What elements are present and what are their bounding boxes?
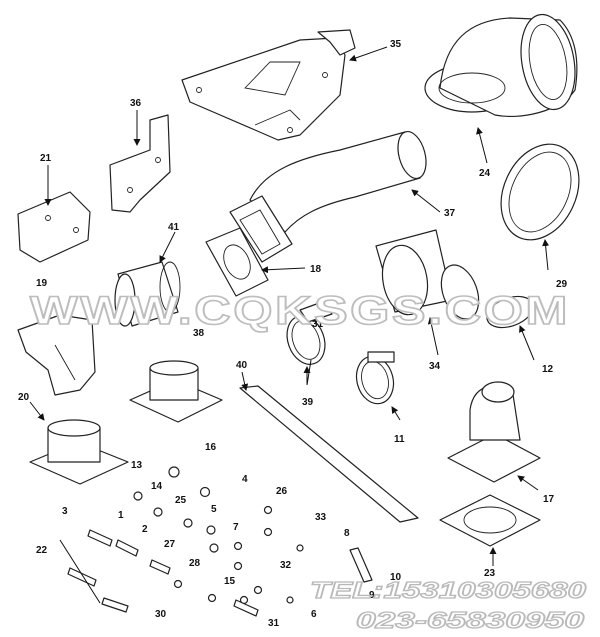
part-12-o-ring bbox=[486, 295, 534, 329]
callout-35: 35 bbox=[390, 39, 402, 50]
callout-15: 15 bbox=[224, 576, 236, 587]
part-39-hose-clamp bbox=[286, 315, 326, 365]
callout-1: 1 bbox=[118, 510, 124, 521]
watermark-text: WWW.CQKSGS.COM bbox=[30, 289, 570, 333]
callout-26: 26 bbox=[276, 486, 288, 497]
callout-31-lower: 31 bbox=[268, 618, 280, 629]
part-20-flanged-adapter bbox=[29, 419, 129, 485]
callout-29: 29 bbox=[556, 279, 568, 290]
callout-31-upper: 31 bbox=[312, 319, 324, 330]
callout-labels: 35 36 21 41 24 37 29 18 19 38 20 31 34 3… bbox=[18, 39, 568, 629]
part-21-bracket bbox=[17, 191, 91, 263]
callout-11: 11 bbox=[394, 434, 405, 445]
callout-20: 20 bbox=[18, 392, 30, 403]
callout-38: 38 bbox=[193, 328, 205, 339]
part-35-bracket-plate bbox=[181, 29, 356, 141]
callout-25: 25 bbox=[175, 495, 187, 506]
callout-7: 7 bbox=[233, 522, 239, 533]
part-31-clip bbox=[299, 301, 333, 323]
part-18-gasket bbox=[205, 227, 269, 297]
callout-39: 39 bbox=[302, 397, 314, 408]
callout-41: 41 bbox=[168, 222, 180, 233]
callout-17: 17 bbox=[543, 494, 555, 505]
part-40-mounting-strip bbox=[239, 385, 419, 523]
callout-4: 4 bbox=[242, 474, 248, 485]
part-11-band-clamp bbox=[355, 351, 395, 405]
callout-9: 9 bbox=[369, 590, 375, 601]
callout-5: 5 bbox=[211, 504, 217, 515]
part-19-support-bracket bbox=[17, 314, 96, 396]
part-17-flanged-elbow bbox=[447, 381, 541, 483]
callout-22: 22 bbox=[36, 545, 48, 556]
part-37-pipe bbox=[229, 130, 427, 263]
callout-10: 10 bbox=[390, 572, 402, 583]
callout-13: 13 bbox=[131, 460, 143, 471]
callout-28: 28 bbox=[189, 558, 201, 569]
callout-23: 23 bbox=[484, 568, 496, 579]
callout-16: 16 bbox=[205, 442, 217, 453]
callout-37: 37 bbox=[444, 208, 456, 219]
callout-8: 8 bbox=[344, 528, 350, 539]
callout-33: 33 bbox=[315, 512, 327, 523]
phone-line-2: 023-65830950 bbox=[356, 607, 584, 633]
callout-27: 27 bbox=[164, 539, 176, 550]
part-34-elbow-connector bbox=[375, 229, 480, 320]
callout-34: 34 bbox=[429, 361, 441, 372]
part-23-square-gasket bbox=[439, 494, 541, 547]
part-29-clamp-ring bbox=[500, 143, 580, 241]
fastener-set bbox=[67, 466, 373, 617]
callout-32: 32 bbox=[280, 560, 292, 571]
callout-30: 30 bbox=[155, 609, 167, 620]
callout-3: 3 bbox=[62, 506, 68, 517]
callout-36: 36 bbox=[130, 98, 142, 109]
callout-24: 24 bbox=[479, 168, 491, 179]
callout-2: 2 bbox=[142, 524, 148, 535]
callout-12: 12 bbox=[542, 364, 554, 375]
callout-18: 18 bbox=[310, 264, 322, 275]
part-41-hose bbox=[114, 261, 181, 327]
callout-21: 21 bbox=[40, 153, 52, 164]
phone-line-1: TEL:15310305680 bbox=[310, 577, 586, 603]
leader-lines bbox=[29, 46, 550, 604]
callout-19: 19 bbox=[36, 278, 48, 289]
callout-6: 6 bbox=[311, 609, 317, 620]
callout-14: 14 bbox=[151, 481, 163, 492]
part-38-flanged-adapter bbox=[129, 360, 223, 423]
part-24-elbow-flange bbox=[424, 13, 578, 118]
part-36-bracket bbox=[109, 114, 171, 213]
callout-40: 40 bbox=[236, 360, 248, 371]
